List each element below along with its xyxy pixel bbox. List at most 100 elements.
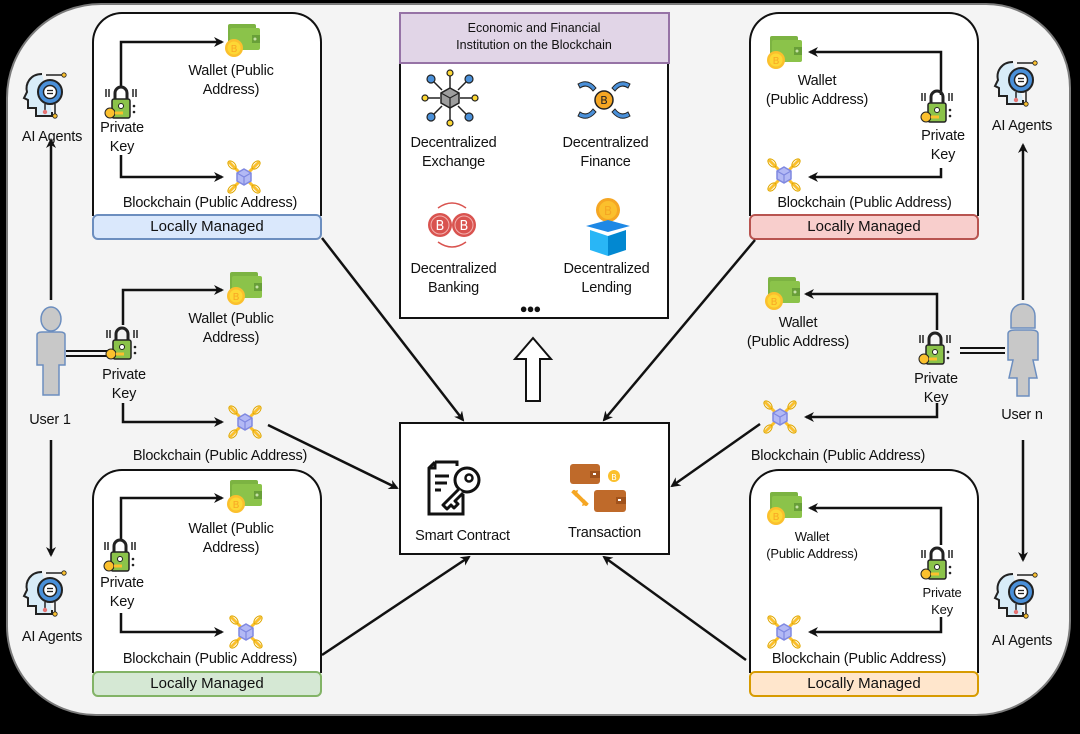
wallet-icon: B: [226, 270, 264, 311]
blockchain-icon: [224, 157, 264, 202]
key-to-wallet-arrow: [119, 37, 224, 88]
locally-managed-top-right: Locally Managed: [749, 214, 979, 240]
locally-managed-top-left: Locally Managed: [92, 214, 322, 240]
blockchain-icon: [760, 397, 800, 442]
svg-text:B: B: [231, 44, 238, 55]
wallet-icon: B: [764, 275, 802, 316]
svg-text:B: B: [604, 204, 612, 218]
decentralized-lending-icon: B: [580, 196, 636, 261]
wallet-label: Wallet(Public Address): [746, 315, 850, 350]
hollow-up-arrow: [512, 336, 554, 402]
transaction-label: Transaction: [567, 525, 642, 541]
panel-tl-to-center: [321, 237, 465, 422]
user-label: User 1: [29, 412, 71, 428]
blockchain-left-to-center: [267, 423, 399, 490]
ai-agent-icon: [993, 58, 1043, 115]
wallet-icon: B: [766, 34, 804, 75]
svg-text:B: B: [773, 56, 780, 67]
key-to-blockchain-arrow: [808, 168, 943, 182]
blockchain-label: Blockchain (Public Address): [771, 651, 947, 667]
key-to-blockchain-arrow: [119, 155, 224, 182]
institution-title-line1: Economic and Financial: [467, 20, 601, 35]
svg-text:B: B: [600, 94, 608, 107]
locally-managed-bottom-left: Locally Managed: [92, 671, 322, 697]
svg-text:B: B: [233, 292, 240, 303]
blockchain-icon: [225, 402, 265, 447]
blockchain-icon: [226, 612, 266, 657]
private-key-lock-icon: [918, 330, 952, 373]
panel-bl-to-center: [321, 555, 471, 657]
wallet-icon: B: [766, 490, 804, 531]
svg-text:B: B: [771, 297, 778, 308]
smart-contract-icon: [425, 458, 485, 523]
ai-agent-icon: [22, 70, 72, 127]
private-key-lock-icon: [105, 325, 139, 368]
key-to-blockchain-arrow: [804, 403, 939, 422]
decentralized-exchange-icon: [420, 68, 480, 133]
blockchain-icon: [764, 612, 804, 657]
ai-agents-label: AI Agents: [21, 129, 83, 145]
ai-agents-label: AI Agents: [991, 118, 1053, 134]
more-services-dots: ●●●: [519, 301, 542, 316]
financial-institution-box: Economic and Financial Institution on th…: [398, 11, 670, 319]
transaction-icon: B: [566, 462, 632, 523]
ai-agent-icon: [22, 568, 72, 625]
private-key-lock-icon: [920, 545, 954, 588]
user-icon: [1003, 298, 1043, 403]
blockchain-label: Blockchain (Public Address): [132, 448, 308, 464]
locally-managed-bottom-right: Locally Managed: [749, 671, 979, 697]
blockchain-label: Blockchain (Public Address): [777, 195, 952, 211]
institution-header: Economic and Financial Institution on th…: [398, 11, 670, 64]
panel-tr-to-center: [602, 239, 756, 422]
wallet-icon: B: [226, 478, 264, 519]
blockchain-right-to-center: [670, 422, 761, 488]
wallet-label: Wallet(Public Address): [765, 73, 869, 108]
svg-text:B: B: [773, 512, 780, 523]
key-to-wallet-arrow: [119, 493, 224, 540]
private-key-lock-icon: [104, 84, 138, 127]
wallet-label: Wallet(Public Address): [766, 529, 858, 561]
svg-text:B: B: [611, 473, 617, 482]
decentralized-finance-icon: B: [574, 72, 634, 133]
blockchain-icon: [764, 155, 804, 200]
wallet-icon: B: [224, 22, 262, 63]
private-key-lock-icon: [103, 537, 137, 580]
ai-agents-label: AI Agents: [991, 633, 1053, 649]
key-to-blockchain-arrow: [119, 613, 224, 637]
key-to-wallet-arrow: [808, 503, 943, 545]
key-to-blockchain-arrow: [121, 403, 224, 427]
private-key-lock-icon: [920, 88, 954, 131]
smart-contract-label: Smart Contract: [415, 528, 510, 544]
institution-title-line2: Institution on the Blockchain: [456, 37, 612, 52]
user-label: User n: [1001, 407, 1043, 423]
svg-text:B: B: [460, 219, 469, 234]
svg-text:B: B: [436, 219, 445, 234]
smart-contract-transaction-box: [399, 422, 670, 555]
panel-br-to-center: [602, 555, 747, 662]
blockchain-label: Blockchain (Public Address): [122, 195, 298, 211]
blockchain-label: Blockchain (Public Address): [122, 651, 298, 667]
key-to-wallet-arrow: [121, 285, 224, 325]
key-to-wallet-arrow: [808, 47, 943, 95]
key-to-blockchain-arrow: [808, 617, 943, 637]
ai-agent-icon: [993, 570, 1043, 627]
svg-text:B: B: [233, 500, 240, 511]
user-icon: [34, 305, 68, 402]
key-to-wallet-arrow: [804, 289, 939, 330]
